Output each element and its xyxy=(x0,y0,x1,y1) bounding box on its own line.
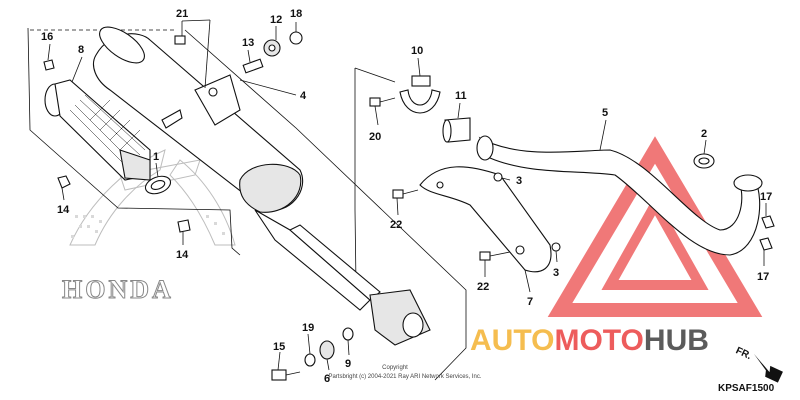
nut-18 xyxy=(289,31,303,45)
callout-17a: 17 xyxy=(760,191,772,203)
callout-10: 10 xyxy=(411,45,423,57)
nut-17b xyxy=(759,237,773,251)
honda-logo xyxy=(69,149,236,246)
clip-part xyxy=(161,109,183,129)
callout-14a: 14 xyxy=(57,204,70,216)
callout-5: 5 xyxy=(602,107,608,119)
nut-17a xyxy=(761,215,775,229)
callout-6: 6 xyxy=(324,373,330,385)
diagram-code: KPSAF1500 xyxy=(718,383,775,394)
callout-1: 1 xyxy=(153,151,159,163)
bolt-20 xyxy=(369,97,396,107)
svg-text:AUTOMOTOHUB: AUTOMOTOHUB xyxy=(470,324,709,357)
callout-3b: 3 xyxy=(553,267,559,279)
callout-22b: 22 xyxy=(477,281,489,293)
callout-20: 20 xyxy=(369,131,381,143)
muffler-mount-bracket xyxy=(369,289,431,346)
callout-8: 8 xyxy=(78,44,84,56)
honda-wordmark: HONDA xyxy=(62,275,174,304)
callout-4: 4 xyxy=(300,90,307,102)
nut-3a xyxy=(493,172,503,182)
front-direction-indicator: FR. xyxy=(734,345,783,383)
bolt-22b xyxy=(479,251,511,261)
automotohub-watermark: AUTOMOTOHUB xyxy=(470,324,709,357)
callout-9: 9 xyxy=(345,358,351,370)
clamp-10 xyxy=(399,75,441,114)
gasket-1 xyxy=(144,175,172,195)
exhaust-pipe xyxy=(476,135,763,256)
spark-arrester xyxy=(44,79,151,181)
callout-11: 11 xyxy=(455,90,467,102)
muffler-body xyxy=(92,26,381,311)
bolt-22a xyxy=(392,189,419,199)
nut-3b xyxy=(551,242,561,252)
copyright-line-1: Copyright xyxy=(382,365,408,371)
callout-17b: 17 xyxy=(757,271,769,283)
callout-7: 7 xyxy=(527,296,533,308)
callout-21: 21 xyxy=(176,8,188,20)
gasket-2 xyxy=(693,153,715,169)
callout-3a: 3 xyxy=(516,175,522,187)
bolt-16 xyxy=(43,59,55,71)
collar-9 xyxy=(342,327,354,341)
watermark-text-moto: MOTO xyxy=(554,324,643,357)
callout-18: 18 xyxy=(290,8,302,20)
bolt-14b xyxy=(177,219,191,233)
callout-labels: 21 12 18 16 8 13 4 10 11 20 5 2 1 14 14 … xyxy=(41,8,772,385)
copyright-line-2: Partsbright (c) 2004-2021 Ray ARI Networ… xyxy=(328,374,481,380)
callout-15: 15 xyxy=(273,341,285,353)
bolt-15 xyxy=(271,369,301,381)
collar-13 xyxy=(242,58,264,74)
bolt-14a xyxy=(57,175,71,189)
rubber-12 xyxy=(263,39,281,57)
bolt-21 xyxy=(174,35,186,45)
callout-14b: 14 xyxy=(176,249,189,261)
callout-19: 19 xyxy=(302,322,314,334)
pipe-protector xyxy=(419,166,552,273)
direction-label: FR. xyxy=(734,345,753,362)
rubber-6 xyxy=(319,340,335,360)
callout-13: 13 xyxy=(242,37,254,49)
joint-11 xyxy=(442,117,471,143)
watermark-text-auto: AUTO xyxy=(470,324,554,357)
watermark-text-hub: HUB xyxy=(644,324,709,357)
washer-19 xyxy=(304,353,316,367)
callout-2: 2 xyxy=(701,128,707,140)
callout-12: 12 xyxy=(270,14,282,26)
callout-22a: 22 xyxy=(390,219,402,231)
muffler-bracket xyxy=(194,74,241,126)
leader-lines xyxy=(47,19,767,371)
callout-16: 16 xyxy=(41,31,53,43)
